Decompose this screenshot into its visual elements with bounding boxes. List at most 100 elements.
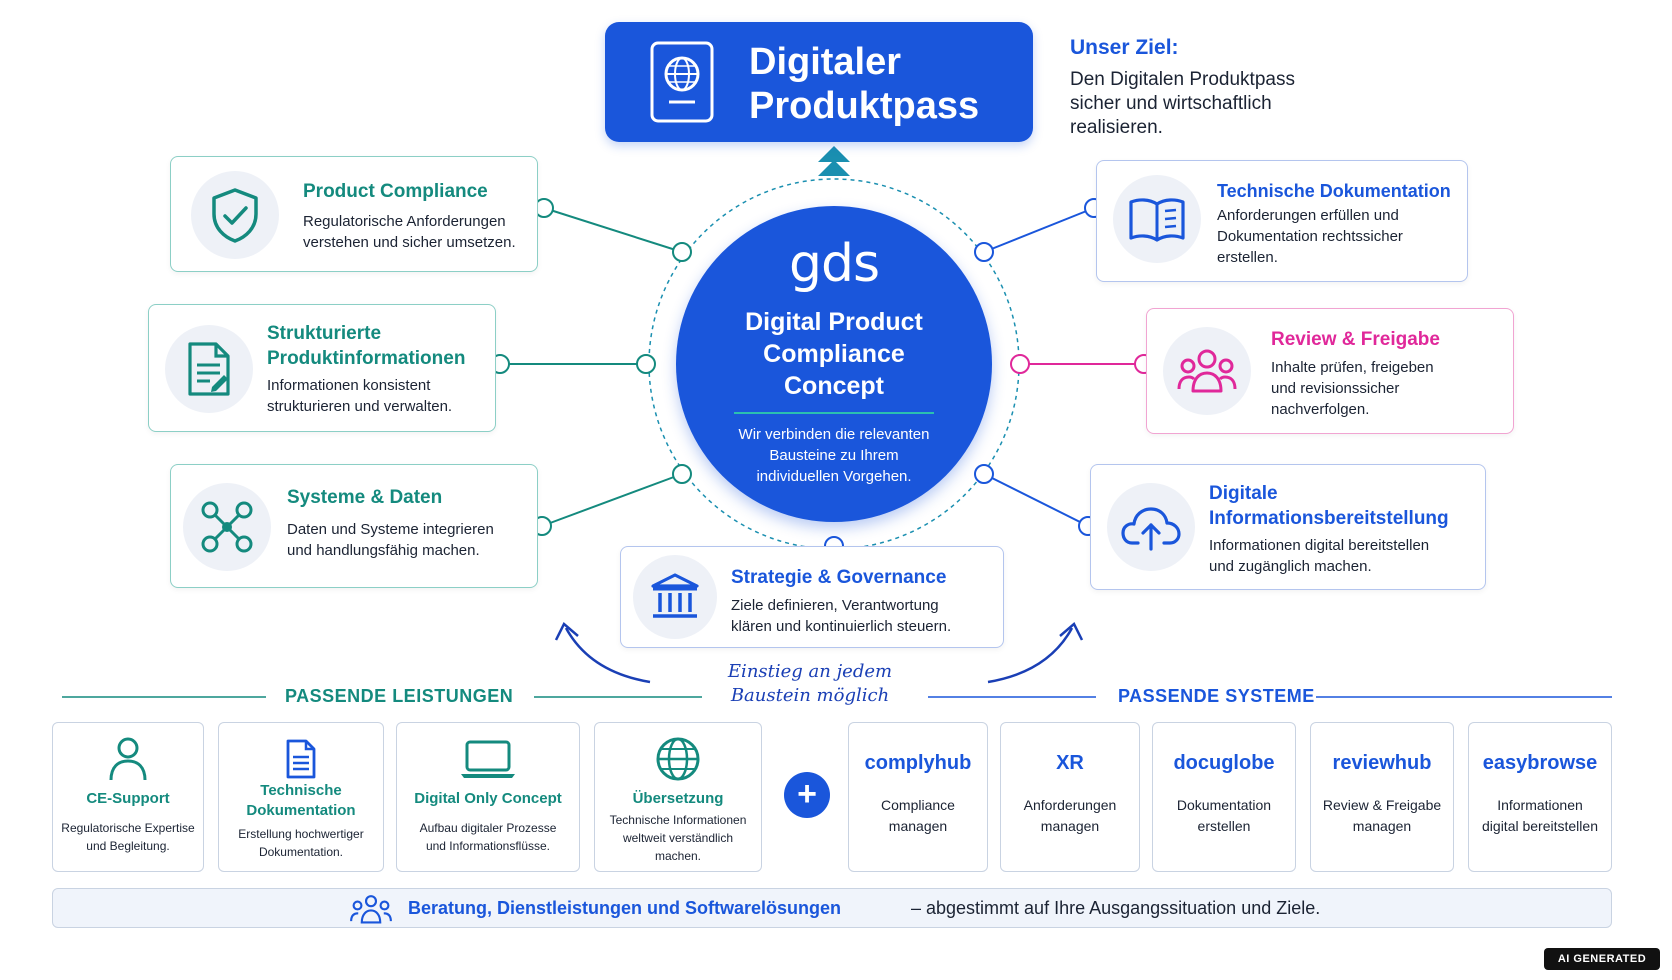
service-text-line: Erstellung hochwertiger bbox=[238, 827, 364, 841]
service-tile-technische-dokumentation[interactable]: Technische Dokumentation Erstellung hoch… bbox=[218, 722, 384, 872]
goal-heading: Unser Ziel: bbox=[1070, 36, 1179, 59]
ai-generated-badge: AI GENERATED bbox=[1544, 948, 1660, 970]
system-tile-docuglobe[interactable]: docuglobe Dokumentation erstellen bbox=[1152, 722, 1296, 872]
module-title-line: Informationsbereitstellung bbox=[1209, 508, 1449, 529]
module-text-line: und zugänglich machen. bbox=[1209, 558, 1372, 575]
service-text-line: Aufbau digitaler Prozesse bbox=[419, 821, 557, 835]
service-text-line: und Informationsflüsse. bbox=[425, 839, 551, 853]
system-name: complyhub bbox=[864, 752, 972, 774]
connector-review-freigabe bbox=[1010, 354, 1154, 374]
system-tile-complyhub[interactable]: complyhub Compliance managen bbox=[848, 722, 988, 872]
connector-strukturierte-produktinformationen bbox=[490, 354, 656, 374]
connector-digitale-informationsbereitstellung bbox=[974, 464, 1098, 536]
service-tile-digital-only-concept[interactable]: Digital Only Concept Aufbau digitaler Pr… bbox=[396, 722, 580, 872]
footer-bold-text: Beratung, Dienstleistungen und Softwarel… bbox=[408, 898, 842, 918]
arrowhead-right-icon bbox=[1059, 622, 1084, 641]
module-strategie-governance[interactable]: Strategie & Governance Ziele definieren,… bbox=[620, 546, 1004, 648]
service-tile-ce-support[interactable]: CE-Support Regulatorische Expertise und … bbox=[52, 722, 204, 872]
system-tile-easybrowse[interactable]: easybrowse Informationen digital bereits… bbox=[1468, 722, 1612, 872]
module-text: Daten und Systeme integrieren und handlu… bbox=[287, 519, 494, 561]
module-title: Strategie & Governance bbox=[731, 567, 947, 588]
module-title: Digitale Informationsbereitstellung bbox=[1209, 481, 1449, 531]
module-text-line: strukturieren und verwalten. bbox=[267, 398, 453, 415]
title-box: Digitaler Produktpass bbox=[605, 22, 1033, 142]
module-title: Systeme & Daten bbox=[287, 487, 443, 508]
system-text-line: Informationen bbox=[1497, 797, 1583, 813]
module-text-line: Daten und Systeme integrieren bbox=[287, 521, 494, 538]
service-title: CE-Support bbox=[86, 790, 170, 807]
system-text-line: Compliance bbox=[881, 797, 955, 813]
goal-text: Den Digitalen Produktpass sicher und wir… bbox=[1070, 68, 1370, 140]
document-icon bbox=[219, 735, 383, 783]
shield-check-icon bbox=[191, 171, 279, 259]
system-text: Anforderungen managen bbox=[1007, 795, 1133, 837]
module-text-line: und handlungsfähig machen. bbox=[287, 542, 480, 559]
center-text-line: Wir verbinden die relevanten bbox=[738, 426, 930, 443]
system-name: docuglobe bbox=[1173, 752, 1275, 774]
center-divider bbox=[734, 412, 934, 414]
system-tile-reviewhub[interactable]: reviewhub Review & Freigabe managen bbox=[1310, 722, 1454, 872]
globe-icon bbox=[595, 735, 761, 783]
service-tile-uebersetzung[interactable]: Übersetzung Technische Informationen wel… bbox=[594, 722, 762, 872]
entry-note: Einstieg an jedem Baustein möglich bbox=[700, 660, 920, 708]
module-strukturierte-produktinformationen[interactable]: Strukturierte Produktinformationen Infor… bbox=[148, 304, 496, 432]
goal-line: sicher und wirtschaftlich bbox=[1070, 93, 1272, 114]
services-heading: PASSENDE LEISTUNGEN bbox=[285, 686, 514, 706]
service-text: Regulatorische Expertise und Begleitung. bbox=[59, 819, 197, 855]
module-text-line: Anforderungen erfüllen und bbox=[1217, 207, 1399, 224]
module-title: Review & Freigabe bbox=[1271, 329, 1440, 350]
passport-icon bbox=[649, 40, 715, 124]
module-technische-dokumentation[interactable]: Technische Dokumentation Anforderungen e… bbox=[1096, 160, 1468, 282]
system-name: XR bbox=[1056, 752, 1084, 774]
service-text: Aufbau digitaler Prozesse und Informatio… bbox=[403, 819, 573, 855]
system-name: reviewhub bbox=[1332, 752, 1432, 774]
title-text: Digitaler Produktpass bbox=[749, 40, 979, 128]
service-text-line: Regulatorische Expertise bbox=[61, 821, 195, 835]
system-tile-xr[interactable]: XR Anforderungen managen bbox=[1000, 722, 1140, 872]
module-text: Informationen konsistent strukturieren u… bbox=[267, 375, 452, 417]
curved-arrow-left bbox=[564, 627, 651, 684]
document-edit-icon bbox=[165, 325, 253, 413]
center-heading-line: Digital Product bbox=[745, 308, 923, 336]
module-product-compliance[interactable]: Product Compliance Regulatorische Anford… bbox=[170, 156, 538, 272]
module-text-line: Inhalte prüfen, freigeben bbox=[1271, 359, 1434, 376]
module-text-line: verstehen und sicher umsetzen. bbox=[303, 234, 516, 251]
people-group-icon bbox=[1163, 327, 1251, 415]
system-text: Review & Freigabe managen bbox=[1317, 795, 1447, 837]
module-title: Strukturierte Produktinformationen bbox=[267, 321, 465, 371]
system-name: easybrowse bbox=[1482, 752, 1598, 774]
system-text-line: Review & Freigabe bbox=[1322, 797, 1442, 813]
module-digitale-informationsbereitstellung[interactable]: Digitale Informationsbereitstellung Info… bbox=[1090, 464, 1486, 590]
arrowhead-left-icon bbox=[554, 622, 579, 641]
title-line-2: Produktpass bbox=[749, 85, 980, 127]
center-text-line: individuellen Vorgehen. bbox=[756, 468, 912, 485]
up-arrow-icon bbox=[818, 146, 850, 176]
system-text-line: managen bbox=[1040, 818, 1100, 834]
module-text: Regulatorische Anforderungen verstehen u… bbox=[303, 211, 516, 253]
service-text: Erstellung hochwertiger Dokumentation. bbox=[225, 825, 377, 861]
connector-product-compliance bbox=[534, 198, 692, 262]
module-review-freigabe[interactable]: Review & Freigabe Inhalte prüfen, freige… bbox=[1146, 308, 1514, 434]
service-text-line: und Begleitung. bbox=[86, 839, 170, 853]
service-title: Übersetzung bbox=[632, 790, 724, 807]
service-title-line: Dokumentation bbox=[246, 802, 356, 819]
module-systeme-daten[interactable]: Systeme & Daten Daten und Systeme integr… bbox=[170, 464, 538, 588]
service-title: Digital Only Concept bbox=[414, 790, 562, 807]
plus-icon: + bbox=[784, 772, 830, 818]
center-circle: gds Digital Product Compliance Concept W… bbox=[676, 206, 992, 522]
footer-text: – abgestimmt auf Ihre Ausgangssituation … bbox=[911, 898, 1321, 918]
system-text-line: digital bereitstellen bbox=[1482, 818, 1598, 834]
book-icon bbox=[1113, 175, 1201, 263]
gds-logo: gds bbox=[788, 234, 880, 294]
service-title-line: Technische bbox=[260, 782, 342, 799]
goal-block: Unser Ziel: Den Digitalen Produktpass si… bbox=[1070, 36, 1370, 140]
systems-heading: PASSENDE SYSTEME bbox=[1118, 686, 1315, 706]
module-text: Ziele definieren, Verantwortung klären u… bbox=[731, 595, 951, 637]
entry-note-line: Baustein möglich bbox=[730, 685, 890, 706]
service-title: Technische Dokumentation bbox=[223, 781, 379, 821]
cloud-upload-icon bbox=[1107, 483, 1195, 571]
title-line-1: Digitaler bbox=[749, 41, 902, 83]
service-text-line: Technische Informationen bbox=[609, 813, 747, 827]
module-text-line: Dokumentation rechtssicher bbox=[1217, 228, 1403, 245]
goal-line: Den Digitalen Produktpass bbox=[1070, 69, 1295, 90]
